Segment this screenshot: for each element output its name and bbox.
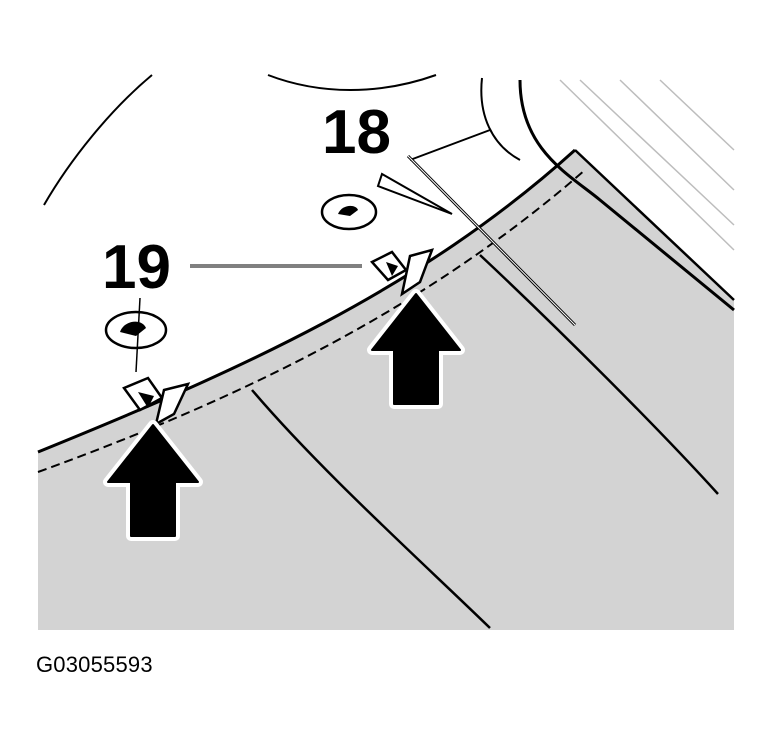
panel-right-edge: [574, 149, 735, 301]
fastener-clip-icon: [369, 248, 435, 297]
window-line-1: [559, 79, 735, 251]
background-arc-top: [267, 74, 437, 91]
panel-section-line-left: [251, 389, 491, 629]
background-arc-left: [43, 74, 153, 206]
trim-tool-wedge: [376, 172, 453, 215]
callout-19: 19: [102, 233, 171, 302]
rotate-symbol-icon: [320, 193, 378, 231]
door-frame-curve: [518, 79, 735, 312]
background-line-upper: [409, 129, 491, 161]
window-line-3: [619, 79, 735, 191]
rotate-symbol-icon: [104, 297, 168, 373]
down-arrow-icon: [103, 420, 203, 541]
panel-top-edge: [37, 148, 577, 454]
background-curve-mid: [480, 77, 521, 161]
panel-seam-line: [37, 169, 586, 473]
figure-id-label: G03055593: [36, 652, 153, 677]
window-line-4: [659, 79, 735, 151]
callout-18: 18: [322, 98, 391, 167]
window-line-2: [579, 79, 735, 226]
fastener-clip-icon: [122, 376, 191, 427]
trim-panel: [38, 150, 734, 630]
panel-section-line-right: [479, 254, 719, 495]
down-arrow-icon: [367, 289, 465, 409]
callout-18-leader-inner: [407, 155, 576, 326]
